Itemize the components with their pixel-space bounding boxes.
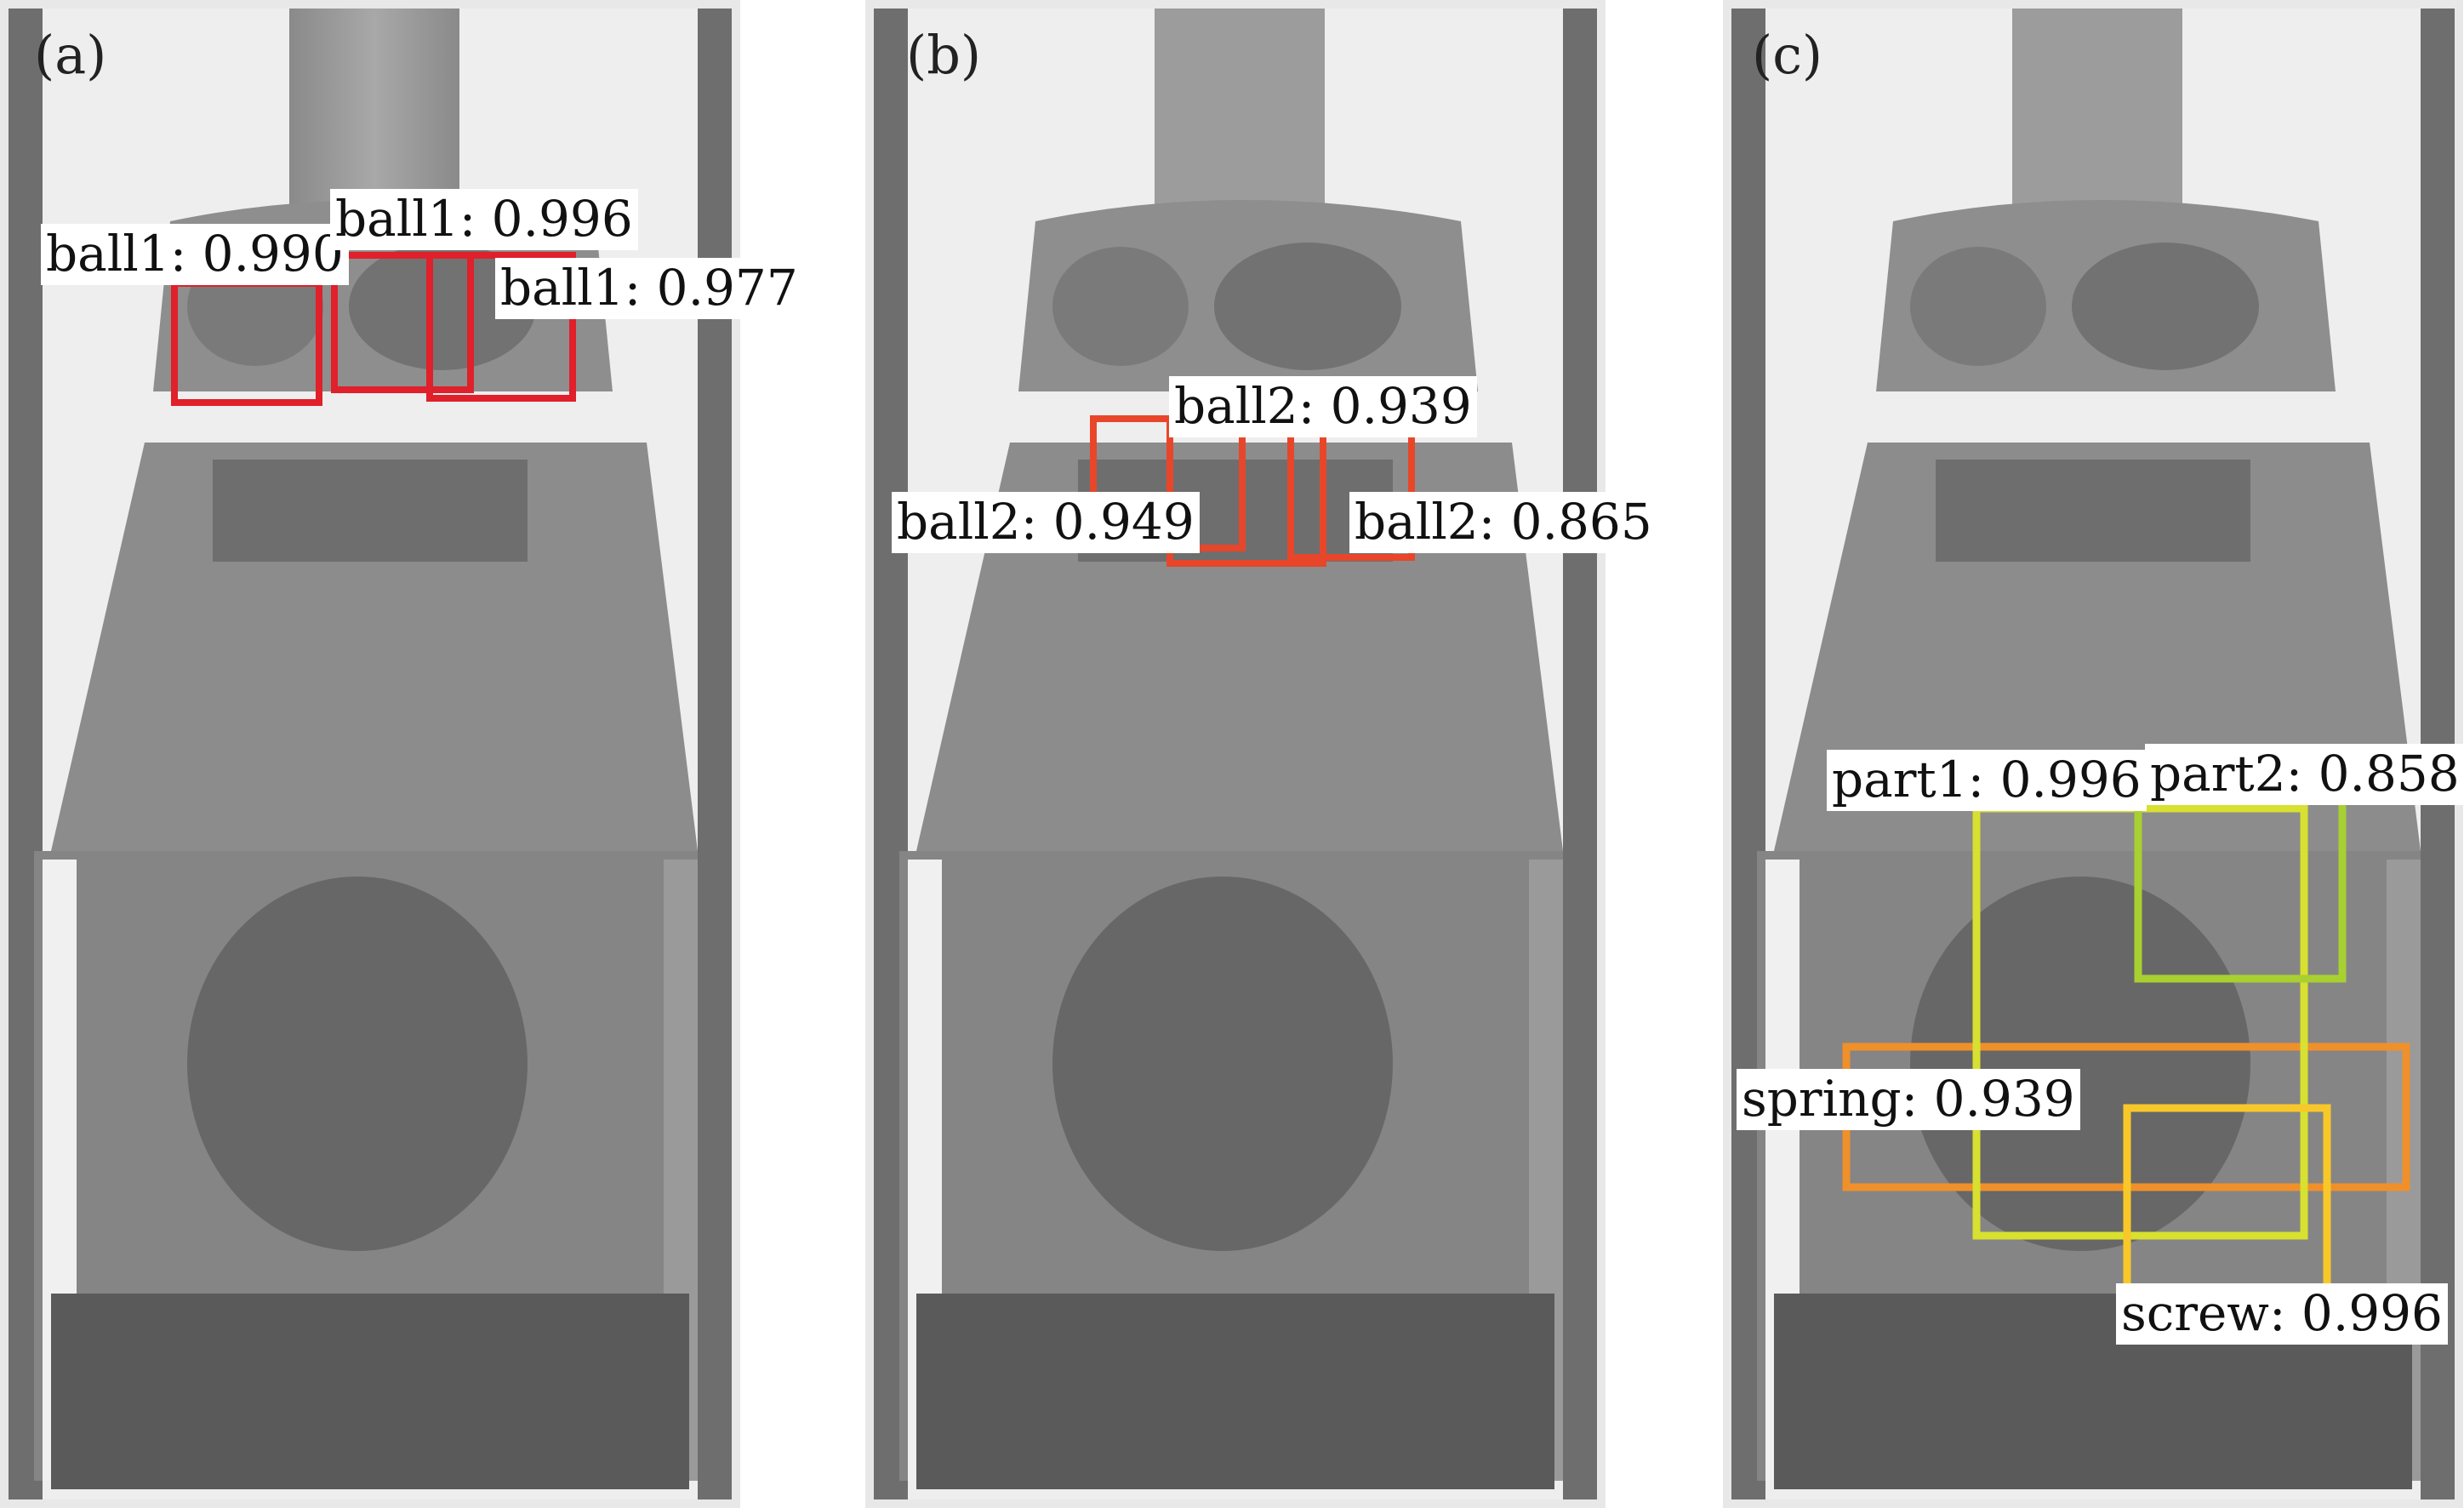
panel-label: (a)	[34, 24, 107, 86]
xray-image-b	[865, 0, 1606, 1508]
detection-label: screw: 0.996	[2116, 1283, 2448, 1345]
detection-label: part1: 0.996	[1827, 750, 2147, 811]
detection-label: ball1: 0.996	[330, 189, 638, 250]
detection-label: ball1: 0.990	[41, 224, 349, 285]
panel-c: (c) part1: 0.996 part2: 0.858 spring: 0.…	[1723, 0, 2464, 1508]
xray-image-a	[0, 0, 740, 1508]
xray-image-c	[1723, 0, 2463, 1508]
panel-label: (b)	[906, 24, 982, 86]
panel-label: (c)	[1752, 24, 1823, 86]
detection-label: ball1: 0.977	[495, 258, 803, 319]
panel-a: (a) ball1: 0.990 ball1: 0.996 ball1: 0.9…	[0, 0, 803, 1508]
panel-b: (b) ball2: 0.939 ball2: 0.949 ball2: 0.8…	[865, 0, 1657, 1508]
detection-label: spring: 0.939	[1737, 1069, 2080, 1130]
detection-label: ball2: 0.949	[892, 492, 1200, 553]
detection-label: ball2: 0.939	[1169, 376, 1477, 437]
detection-label: part2: 0.858	[2145, 744, 2464, 805]
detection-label: ball2: 0.865	[1349, 492, 1657, 553]
